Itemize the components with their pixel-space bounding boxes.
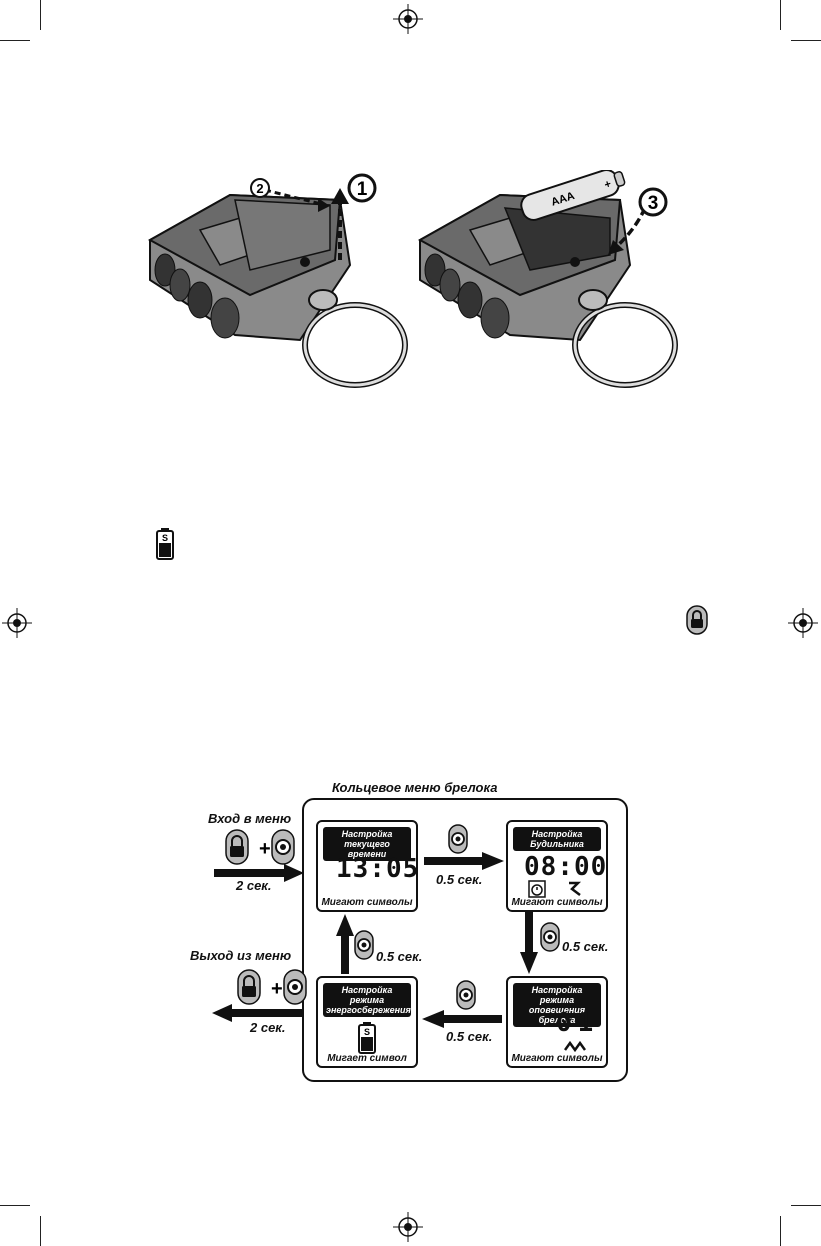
enter-menu-label: Вход в меню — [208, 811, 292, 826]
box-footer: Мигают символы — [321, 897, 413, 908]
transition-arrow-down — [520, 912, 538, 974]
box-footer: Мигают символы — [511, 1053, 603, 1064]
wave-icon — [569, 881, 582, 896]
battery-save-icon: S — [358, 1022, 376, 1054]
lcd-display: 13:05 — [336, 854, 420, 884]
lcd-display: 08:00 — [524, 852, 608, 882]
enter-button-combo: + — [225, 829, 295, 865]
box-header: Настройка Будильника — [513, 827, 601, 851]
menu-box-time: Настройка текущего времени 13:05 Мигают … — [316, 820, 418, 912]
alarm-button-icon — [540, 922, 560, 952]
step-time-label: 0.5 сек. — [436, 872, 483, 887]
plus-sign: + — [271, 978, 283, 1000]
box-header: Настройка текущего времени — [323, 827, 411, 861]
step-3-label: 3 — [648, 193, 659, 214]
step-1-label: 1 — [357, 179, 368, 200]
fob-battery-illustration: AAA + 3 — [417, 170, 678, 388]
box-header: Настройка режима энергосбережения — [323, 983, 411, 1017]
vibration-icon — [564, 1040, 586, 1052]
transition-arrow-right — [424, 852, 504, 870]
menu-box-notification: Настройка режима оповещения брелока 01 М… — [506, 976, 608, 1068]
menu-box-alarm: Настройка Будильника 08:00 Мигают символ… — [506, 820, 608, 912]
registration-mark-icon — [2, 608, 32, 638]
plus-sign: + — [259, 838, 271, 860]
transition-arrow-left — [422, 1010, 502, 1028]
crop-mark — [791, 1205, 821, 1206]
lock-button-icon — [237, 969, 261, 1005]
lock-button-icon — [686, 605, 708, 635]
box-header: Настройка режима оповещения брелока — [513, 983, 601, 1027]
registration-mark-icon — [393, 1212, 423, 1242]
crop-mark — [0, 1205, 30, 1206]
fob-open-illustration: 2 1 — [147, 173, 408, 388]
menu-frame — [302, 798, 628, 1082]
alarm-button-icon — [283, 969, 307, 1005]
exit-time-label: 2 сек. — [250, 1020, 286, 1035]
alarm-clock-icon — [528, 880, 546, 898]
battery-save-icon: S — [156, 528, 174, 560]
crop-mark — [780, 1216, 781, 1246]
box-footer: Мигают символы — [511, 897, 603, 908]
enter-arrow — [214, 864, 304, 882]
alarm-button-icon — [271, 829, 295, 865]
alarm-button-icon — [456, 980, 476, 1010]
step-2-label: 2 — [256, 181, 263, 196]
alarm-button-icon — [354, 930, 374, 960]
step-time-label: 0.5 сек. — [562, 939, 609, 954]
svg-text:S: S — [364, 1027, 370, 1037]
crop-mark — [791, 40, 821, 41]
exit-button-combo: + — [237, 969, 307, 1005]
exit-menu-label: Выход из меню — [190, 948, 292, 963]
registration-mark-icon — [788, 608, 818, 638]
exit-arrow — [212, 1004, 302, 1022]
box-footer: Мигает символ — [327, 1053, 407, 1064]
alarm-button-icon — [448, 824, 468, 854]
step-time-label: 0.5 сек. — [376, 949, 423, 964]
menu-box-energy: Настройка режима энергосбережения S Мига… — [316, 976, 418, 1068]
lock-button-icon — [225, 829, 249, 865]
svg-text:S: S — [162, 533, 168, 543]
crop-mark — [40, 0, 41, 30]
battery-plus-label: + — [603, 178, 613, 191]
registration-mark-icon — [393, 4, 423, 34]
menu-title: Кольцевое меню брелока — [332, 780, 498, 795]
crop-mark — [780, 0, 781, 30]
crop-mark — [40, 1216, 41, 1246]
transition-arrow-up — [336, 914, 354, 974]
crop-mark — [0, 40, 30, 41]
step-time-label: 0.5 сек. — [446, 1029, 493, 1044]
enter-time-label: 2 сек. — [236, 878, 272, 893]
lcd-display: 01 — [556, 1008, 600, 1038]
